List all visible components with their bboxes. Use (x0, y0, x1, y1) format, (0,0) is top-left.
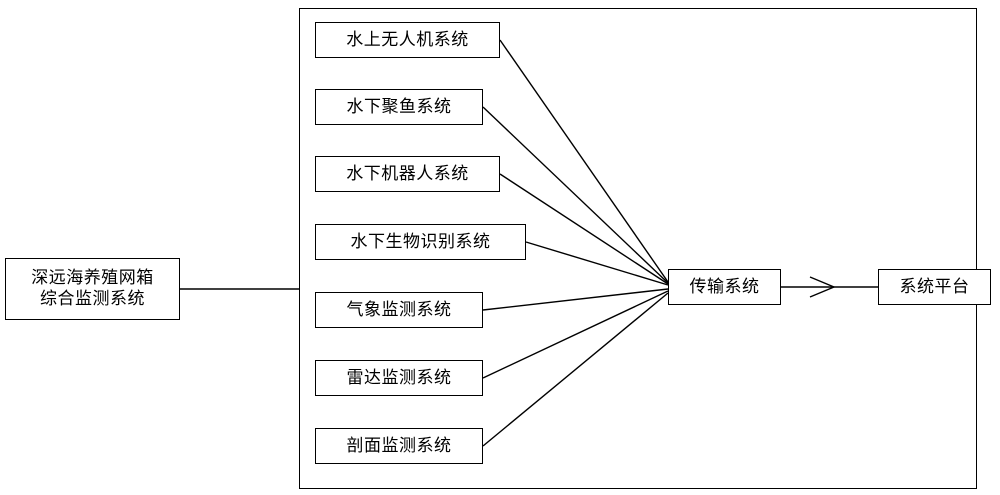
node-source-system: 深远海养殖网箱 综合监测系统 (5, 258, 180, 320)
node-radar-monitoring-system: 雷达监测系统 (315, 360, 483, 396)
node-underwater-bio-recognition-system: 水下生物识别系统 (315, 224, 526, 260)
subsystem-group-box (299, 8, 977, 489)
node-weather-monitoring-system: 气象监测系统 (315, 292, 483, 328)
node-underwater-robot-system: 水下机器人系统 (315, 156, 500, 192)
node-profile-monitoring-system: 剖面监测系统 (315, 428, 483, 464)
node-transmission-system: 传输系统 (668, 269, 781, 305)
node-uav-system: 水上无人机系统 (315, 22, 500, 58)
node-system-platform: 系统平台 (878, 269, 991, 305)
node-fish-aggregation-system: 水下聚鱼系统 (315, 89, 483, 125)
